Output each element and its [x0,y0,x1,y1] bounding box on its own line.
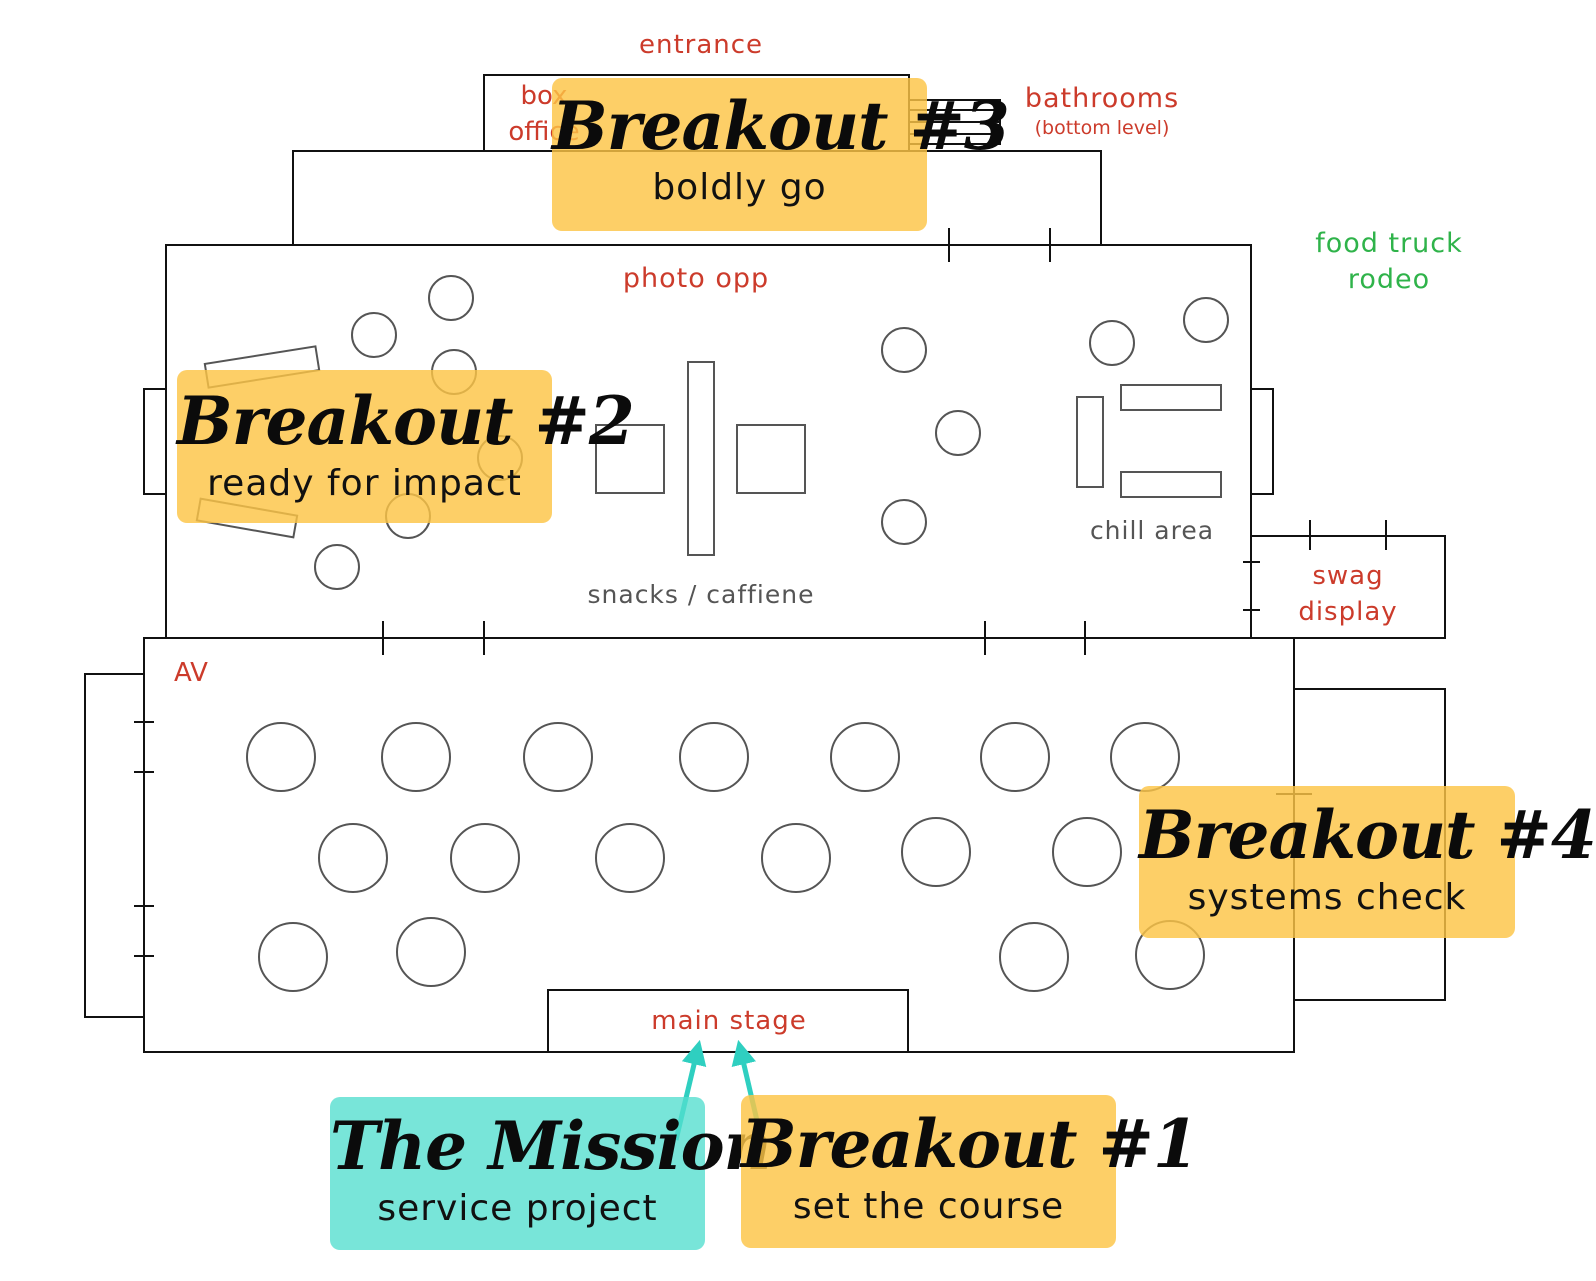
mission-card: The Mission service project [330,1097,772,1250]
breakout-3-subtitle: boldly go [652,167,827,208]
breakout-2-subtitle: ready for impact [207,463,522,504]
left-annex [84,673,145,1018]
breakout-2-title: Breakout #2 [177,382,635,460]
breakout-4-card: Breakout #4 systems check [1139,786,1596,938]
chill-area-label: chill area [1090,516,1214,545]
breakout-1-title: Breakout #1 [741,1105,1199,1183]
bathrooms-note: (bottom level) [1035,117,1170,139]
swag-display-room [1250,535,1446,639]
breakout-3-title: Breakout #3 [552,87,1010,165]
breakout-3-card: Breakout #3 boldly go [552,78,1010,231]
av-label: AV [174,658,208,688]
main-stage-label: main stage [651,1006,806,1036]
swag-label-line2: display [1298,597,1397,627]
floor-plan: entrance box office bathrooms (bottom le… [84,30,1463,1143]
mission-subtitle: service project [377,1188,658,1229]
entrance-label: entrance [639,30,763,60]
food-truck-label-line2: rodeo [1348,264,1430,295]
main-hall-tables [246,722,1205,992]
swag-label-line1: swag [1312,561,1383,591]
breakout-4-subtitle: systems check [1187,877,1467,918]
breakout-1-subtitle: set the course [792,1186,1065,1227]
bathrooms-label: bathrooms [1025,83,1179,114]
right-door-alcove [1250,388,1274,495]
snacks-label: snacks / caffiene [588,580,815,609]
breakout-4-title: Breakout #4 [1139,796,1596,874]
main-stage-platform [547,989,909,1053]
breakout-1-card: Breakout #1 set the course [741,1095,1199,1248]
food-truck-label-line1: food truck [1315,228,1463,259]
mission-title: The Mission [330,1107,772,1185]
left-door-alcove [143,388,167,495]
photo-opp-label: photo opp [623,263,769,294]
breakout-2-card: Breakout #2 ready for impact [177,370,635,523]
